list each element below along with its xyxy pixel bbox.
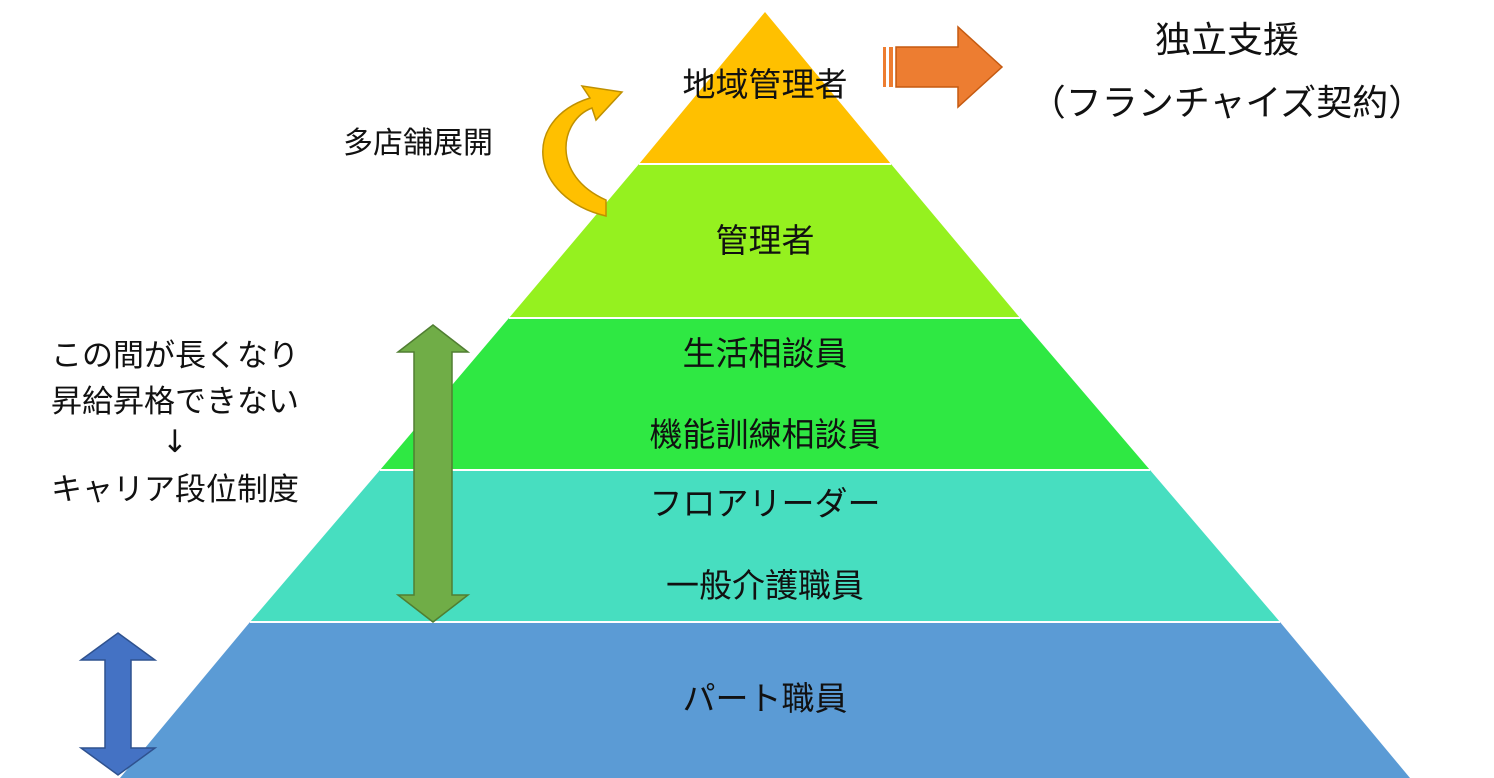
green-double-arrow-icon [395,324,471,623]
down-arrow-glyph: ↓ [162,424,188,460]
tier-floor-leader [250,470,1280,622]
tier-regional-manager [639,12,891,164]
multi-store-expansion-label: 多店舗展開 [343,126,493,161]
tier-label-life-counselor: 生活相談員 [683,334,848,373]
independence-arrow-icon [883,25,1004,109]
tier-label-regional-manager: 地域管理者 [683,65,848,104]
career-note-line-1: この間が長くなり [51,338,299,374]
independence-support-label: 独立支援 [1155,20,1299,61]
tier-label-general-care-staff: 一般介護職員 [666,566,864,605]
tier-part-time [120,622,1410,778]
blue-double-arrow-icon [78,632,158,776]
tier-manager [509,164,1020,318]
career-note-line-2: 昇給昇格できない [51,384,299,420]
curved-arrow-icon [542,85,624,217]
tier-label-manager: 管理者 [716,221,815,260]
career-note-line-4: キャリア段位制度 [51,472,299,508]
franchise-contract-label: （フランチャイズ契約） [1030,83,1425,124]
tier-counselor [380,318,1150,470]
tier-label-part-time-staff: パート職員 [683,679,848,718]
tier-label-floor-leader: フロアリーダー [650,484,881,523]
tier-label-functional-training-counselor: 機能訓練相談員 [650,415,881,454]
